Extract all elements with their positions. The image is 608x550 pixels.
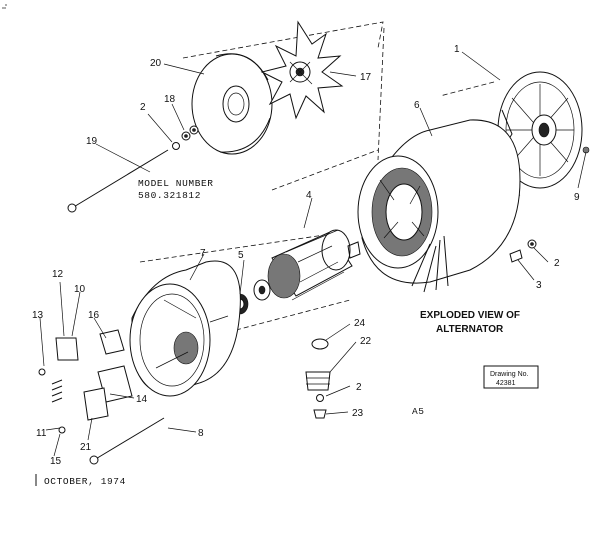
rotor-part-4 [253,229,361,301]
callout-12: 12 [52,269,64,280]
stud-part-19 [67,149,169,213]
date-stamp: OCTOBER, 1974 [44,476,126,487]
callout-7: 7 [200,248,206,259]
callout-19: 19 [86,136,98,147]
diagram-title-line-2: ALTERNATOR [436,324,504,335]
callout-13: 13 [32,310,44,321]
drawing-number-value: 42381 [496,380,516,387]
callout-9: 9 [574,192,580,203]
callout-4: 4 [306,190,312,201]
fan-part-17 [260,20,344,120]
callout-8: 8 [198,428,204,439]
leader-lines [39,51,587,457]
callout-2-upper: 2 [140,102,146,113]
stator-part-6 [357,119,521,293]
callout-2-lower: 2 [356,382,362,393]
callout-20: 20 [150,58,162,69]
sheet-code: A5 [412,406,425,417]
callout-21: 21 [80,442,92,453]
callout-2-right: 2 [554,258,560,269]
hardware-parts [38,125,537,434]
drawing-number-label: Drawing No. [490,371,529,378]
stud-part-8 [89,417,165,465]
callout-18: 18 [164,94,176,105]
callout-24: 24 [354,318,366,329]
callout-6: 6 [414,100,420,111]
model-number-label: MODEL NUMBER [138,178,214,189]
drawing-number-box: Drawing No. 42381 [483,365,539,389]
callout-15: 15 [50,456,62,467]
diagram-title-line-1: EXPLODED VIEW OF [420,310,520,321]
callout-numbers: 1 2 2 2 3 4 5 6 7 8 9 10 11 12 13 14 15 … [32,44,580,467]
callout-3: 3 [536,280,542,291]
callout-5: 5 [238,250,244,261]
model-number-value: 580.321812 [138,190,201,201]
callout-10: 10 [74,284,86,295]
sheet-edge-marks [2,4,7,9]
callout-14: 14 [136,394,148,405]
callout-11: 11 [36,428,47,439]
callout-1: 1 [454,44,460,55]
callout-16: 16 [88,310,100,321]
housing-part-7 [129,260,241,397]
fan-shroud-part-20 [191,53,273,155]
callout-22: 22 [360,336,372,347]
callout-23: 23 [352,408,364,419]
end-bell-part-1 [497,71,590,189]
callout-17: 17 [360,72,372,83]
